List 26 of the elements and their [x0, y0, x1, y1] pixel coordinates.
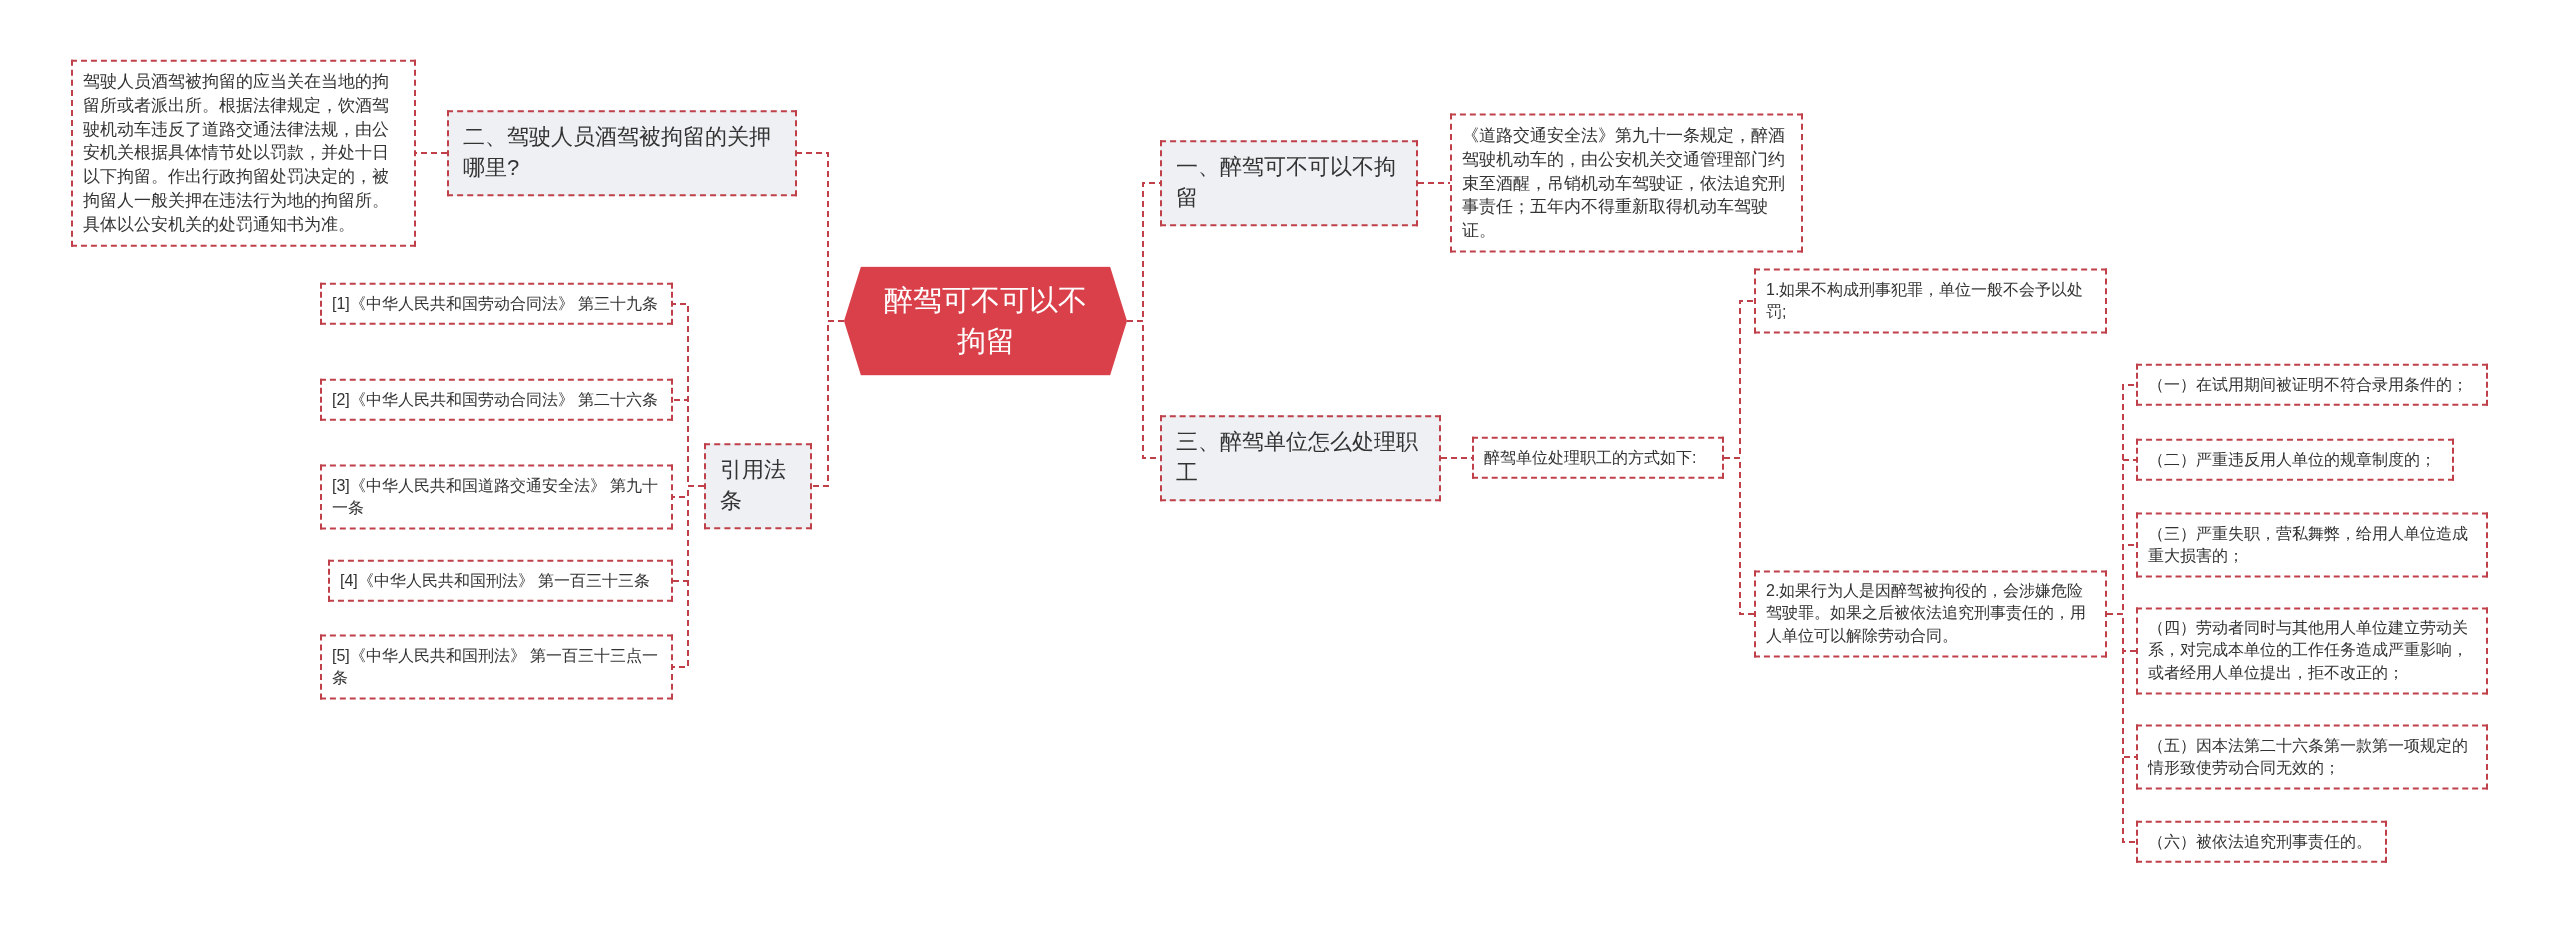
note-box: （六）被依法追究刑事责任的。: [2136, 820, 2387, 864]
note-box: [4]《中华人民共和国刑法》 第一百三十三条: [328, 559, 673, 603]
connector-line: [811, 320, 845, 487]
note-box: 2.如果行为人是因醉驾被拘役的，会涉嫌危险驾驶罪。如果之后被依法追究刑事责任的，用人单位可以解除劳动合同。: [1754, 570, 2107, 658]
note-box: （五）因本法第二十六条第一款第一项规定的情形致使劳动合同无效的；: [2136, 724, 2488, 790]
note-box: 醉驾单位处理职工的方式如下:: [1472, 436, 1724, 480]
note-box: 1.如果不构成刑事犯罪，单位一般不会予以处罚;: [1754, 268, 2107, 334]
topic-box: 引用法条: [704, 443, 812, 529]
topic-box: 二、驾驶人员酒驾被拘留的关押哪里?: [447, 110, 797, 196]
topic-box: 三、醉驾单位怎么处理职工: [1160, 415, 1441, 501]
topic-box: 一、醉驾可不可以不拘留: [1160, 140, 1418, 226]
note-box: （四）劳动者同时与其他用人单位建立劳动关系，对完成本单位的工作任务造成严重影响，或者经用人单位提出，拒不改正的；: [2136, 607, 2488, 695]
note-box: 《道路交通安全法》第九十一条规定，醉酒驾驶机动车的，由公安机关交通管理部门约束至酒醒，吊销机动车驾驶证，依法追究刑事责任；五年内不得重新取得机动车驾驶证。: [1450, 113, 1803, 253]
note-box: [1]《中华人民共和国劳动合同法》 第三十九条: [320, 282, 673, 326]
note-box: （一）在试用期间被证明不符合录用条件的；: [2136, 363, 2488, 407]
note-box: 驾驶人员酒驾被拘留的应当关在当地的拘留所或者派出所。根据法律规定，饮酒驾驶机动车违反了道路交通法律法规，由公安机关根据具体情节处以罚款，并处十日以下拘留。作出行政拘留处罚决定的，被拘留人一般关押在违法行为地的拘留所。具体以公安机关的处罚通知书为准。: [71, 59, 416, 247]
note-box: （二）严重违反用人单位的规章制度的；: [2136, 438, 2454, 482]
central-topic: 醉驾可不可以不拘留: [844, 266, 1127, 376]
connector-line: [1723, 457, 1755, 615]
connector-line: [672, 485, 705, 668]
connector-line: [2106, 613, 2137, 843]
note-box: [2]《中华人民共和国劳动合同法》 第二十六条: [320, 378, 673, 422]
note-box: （三）严重失职，营私舞弊，给用人单位造成重大损害的；: [2136, 512, 2488, 578]
note-box: [3]《中华人民共和国道路交通安全法》 第九十一条: [320, 464, 673, 530]
connector-line: [1417, 182, 1451, 184]
note-box: [5]《中华人民共和国刑法》 第一百三十三点一条: [320, 634, 673, 700]
